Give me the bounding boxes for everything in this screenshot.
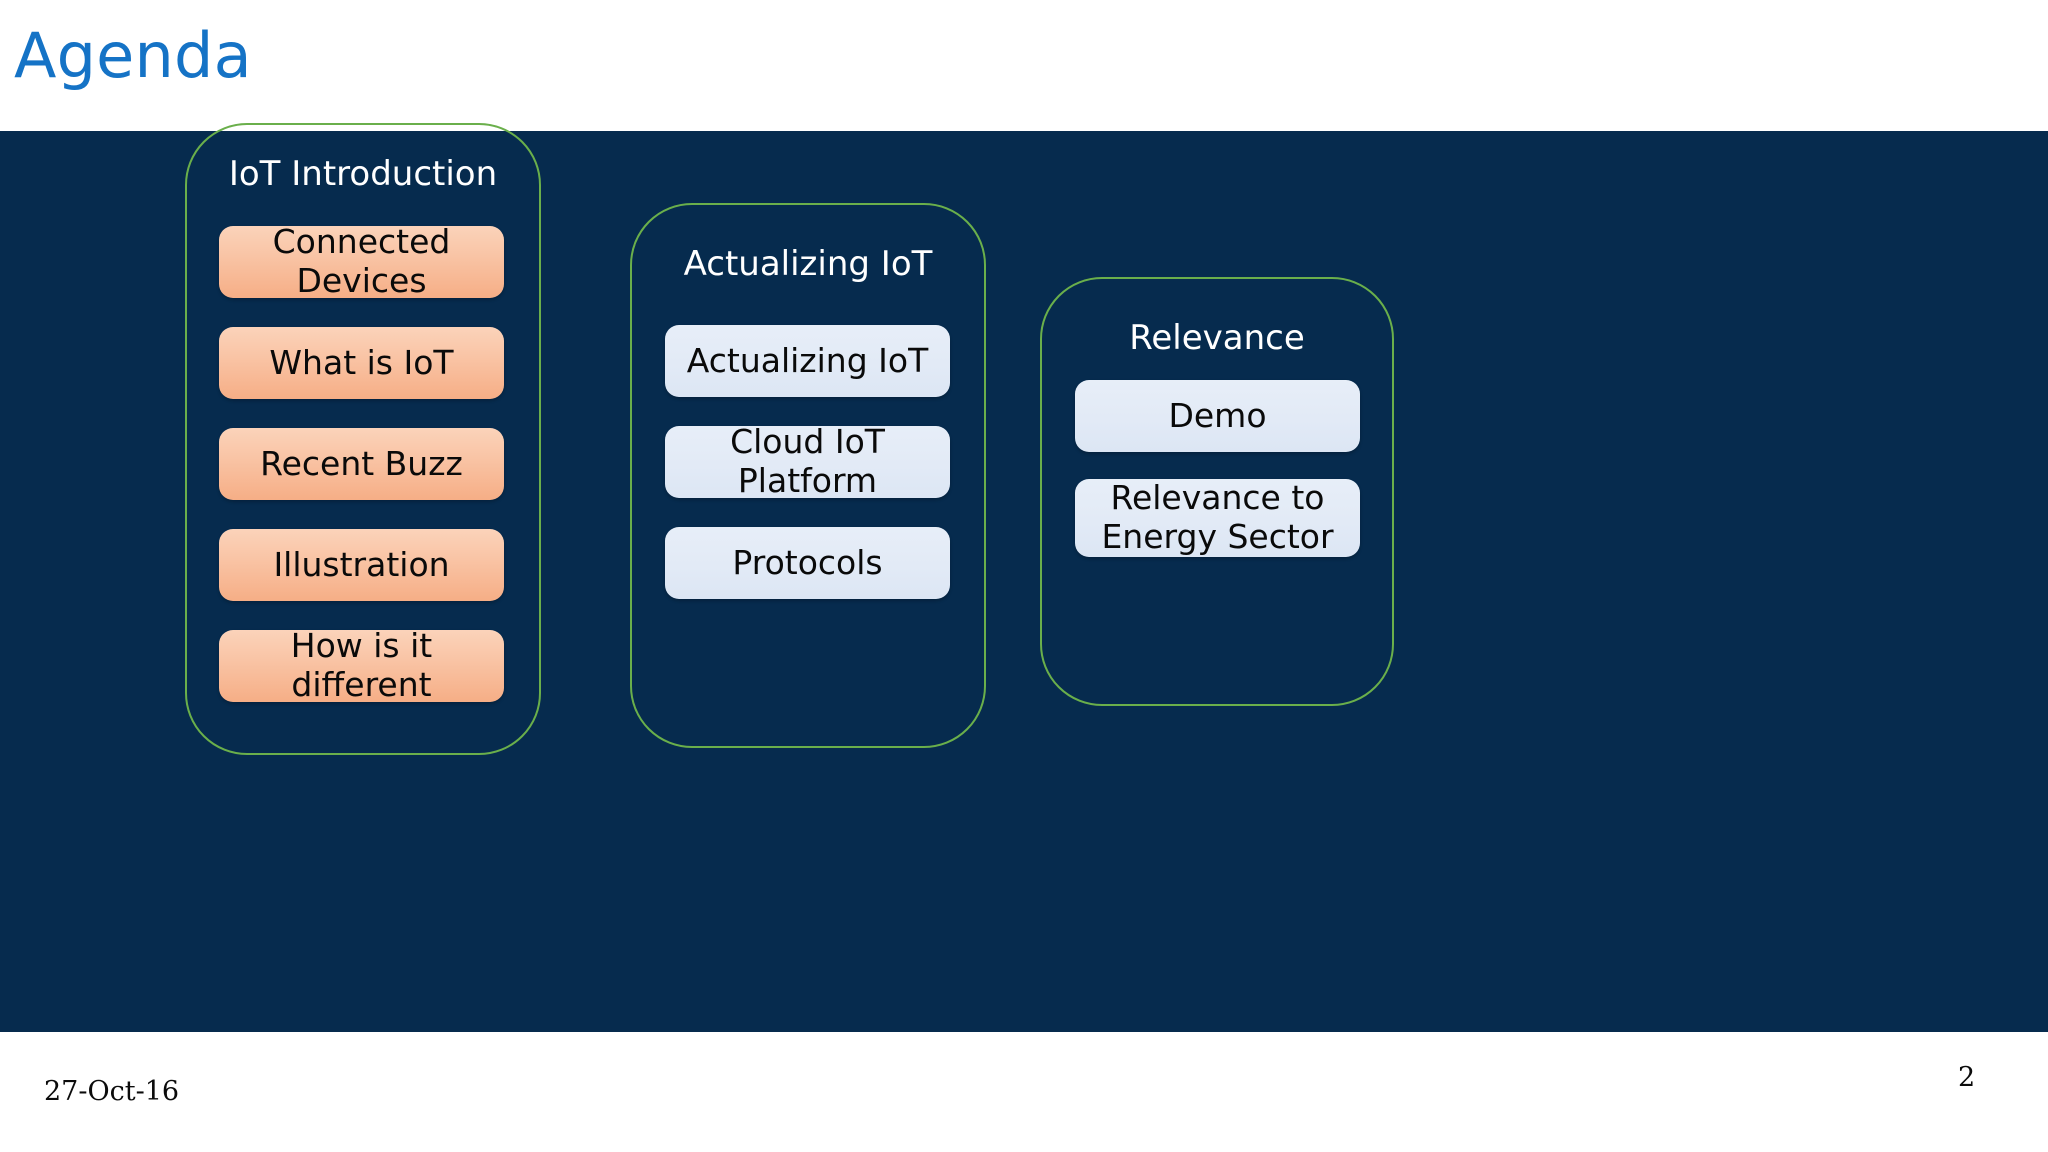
agenda-item-actualizing-iot[interactable]: Actualizing IoT [665, 325, 950, 397]
agenda-item-label: What is IoT [269, 342, 454, 382]
agenda-item-cloud-iot-platform[interactable]: Cloud IoT Platform [665, 422, 950, 500]
agenda-item-what-is-iot[interactable]: What is IoT [219, 327, 504, 399]
agenda-item-relevance-to-energy-sector[interactable]: Relevance to Energy Sector [1075, 478, 1360, 557]
slide-body-band: IoT Introduction Connected Devices What … [0, 123, 2048, 1032]
agenda-item-label: Connected Devices [272, 222, 451, 300]
agenda-item-label: Demo [1168, 395, 1267, 435]
group-heading: IoT Introduction [228, 154, 498, 194]
group-heading: Relevance [1129, 318, 1305, 358]
agenda-item-how-is-it-different[interactable]: How is it different [219, 626, 504, 704]
agenda-item-label: How is it different [290, 626, 433, 704]
agenda-item-label: Actualizing IoT [686, 340, 929, 380]
agenda-item-label: Protocols [732, 542, 883, 582]
slide-header-band: Agenda [0, 0, 2048, 131]
agenda-item-label: Recent Buzz [260, 443, 463, 483]
agenda-item-recent-buzz[interactable]: Recent Buzz [219, 428, 504, 500]
footer-page-number: 2 [1958, 1062, 1976, 1093]
slide-footer-band: 27-Oct-16 2 [0, 1032, 2048, 1152]
agenda-item-label: Relevance to Energy Sector [1101, 478, 1334, 556]
agenda-item-illustration[interactable]: Illustration [219, 529, 504, 601]
agenda-item-protocols[interactable]: Protocols [665, 527, 950, 599]
page-title: Agenda [14, 19, 252, 92]
agenda-item-connected-devices[interactable]: Connected Devices [219, 222, 504, 300]
group-heading: Actualizing IoT [683, 244, 933, 284]
agenda-item-label: Illustration [273, 544, 450, 584]
agenda-item-label: Cloud IoT Platform [730, 422, 885, 500]
footer-date: 27-Oct-16 [44, 1076, 180, 1107]
group-container-relevance[interactable]: Relevance [1040, 277, 1394, 706]
agenda-item-demo[interactable]: Demo [1075, 380, 1360, 452]
group-container-actualizing-iot[interactable]: Actualizing IoT [630, 203, 986, 748]
group-container-iot-introduction[interactable]: IoT Introduction [185, 123, 541, 755]
